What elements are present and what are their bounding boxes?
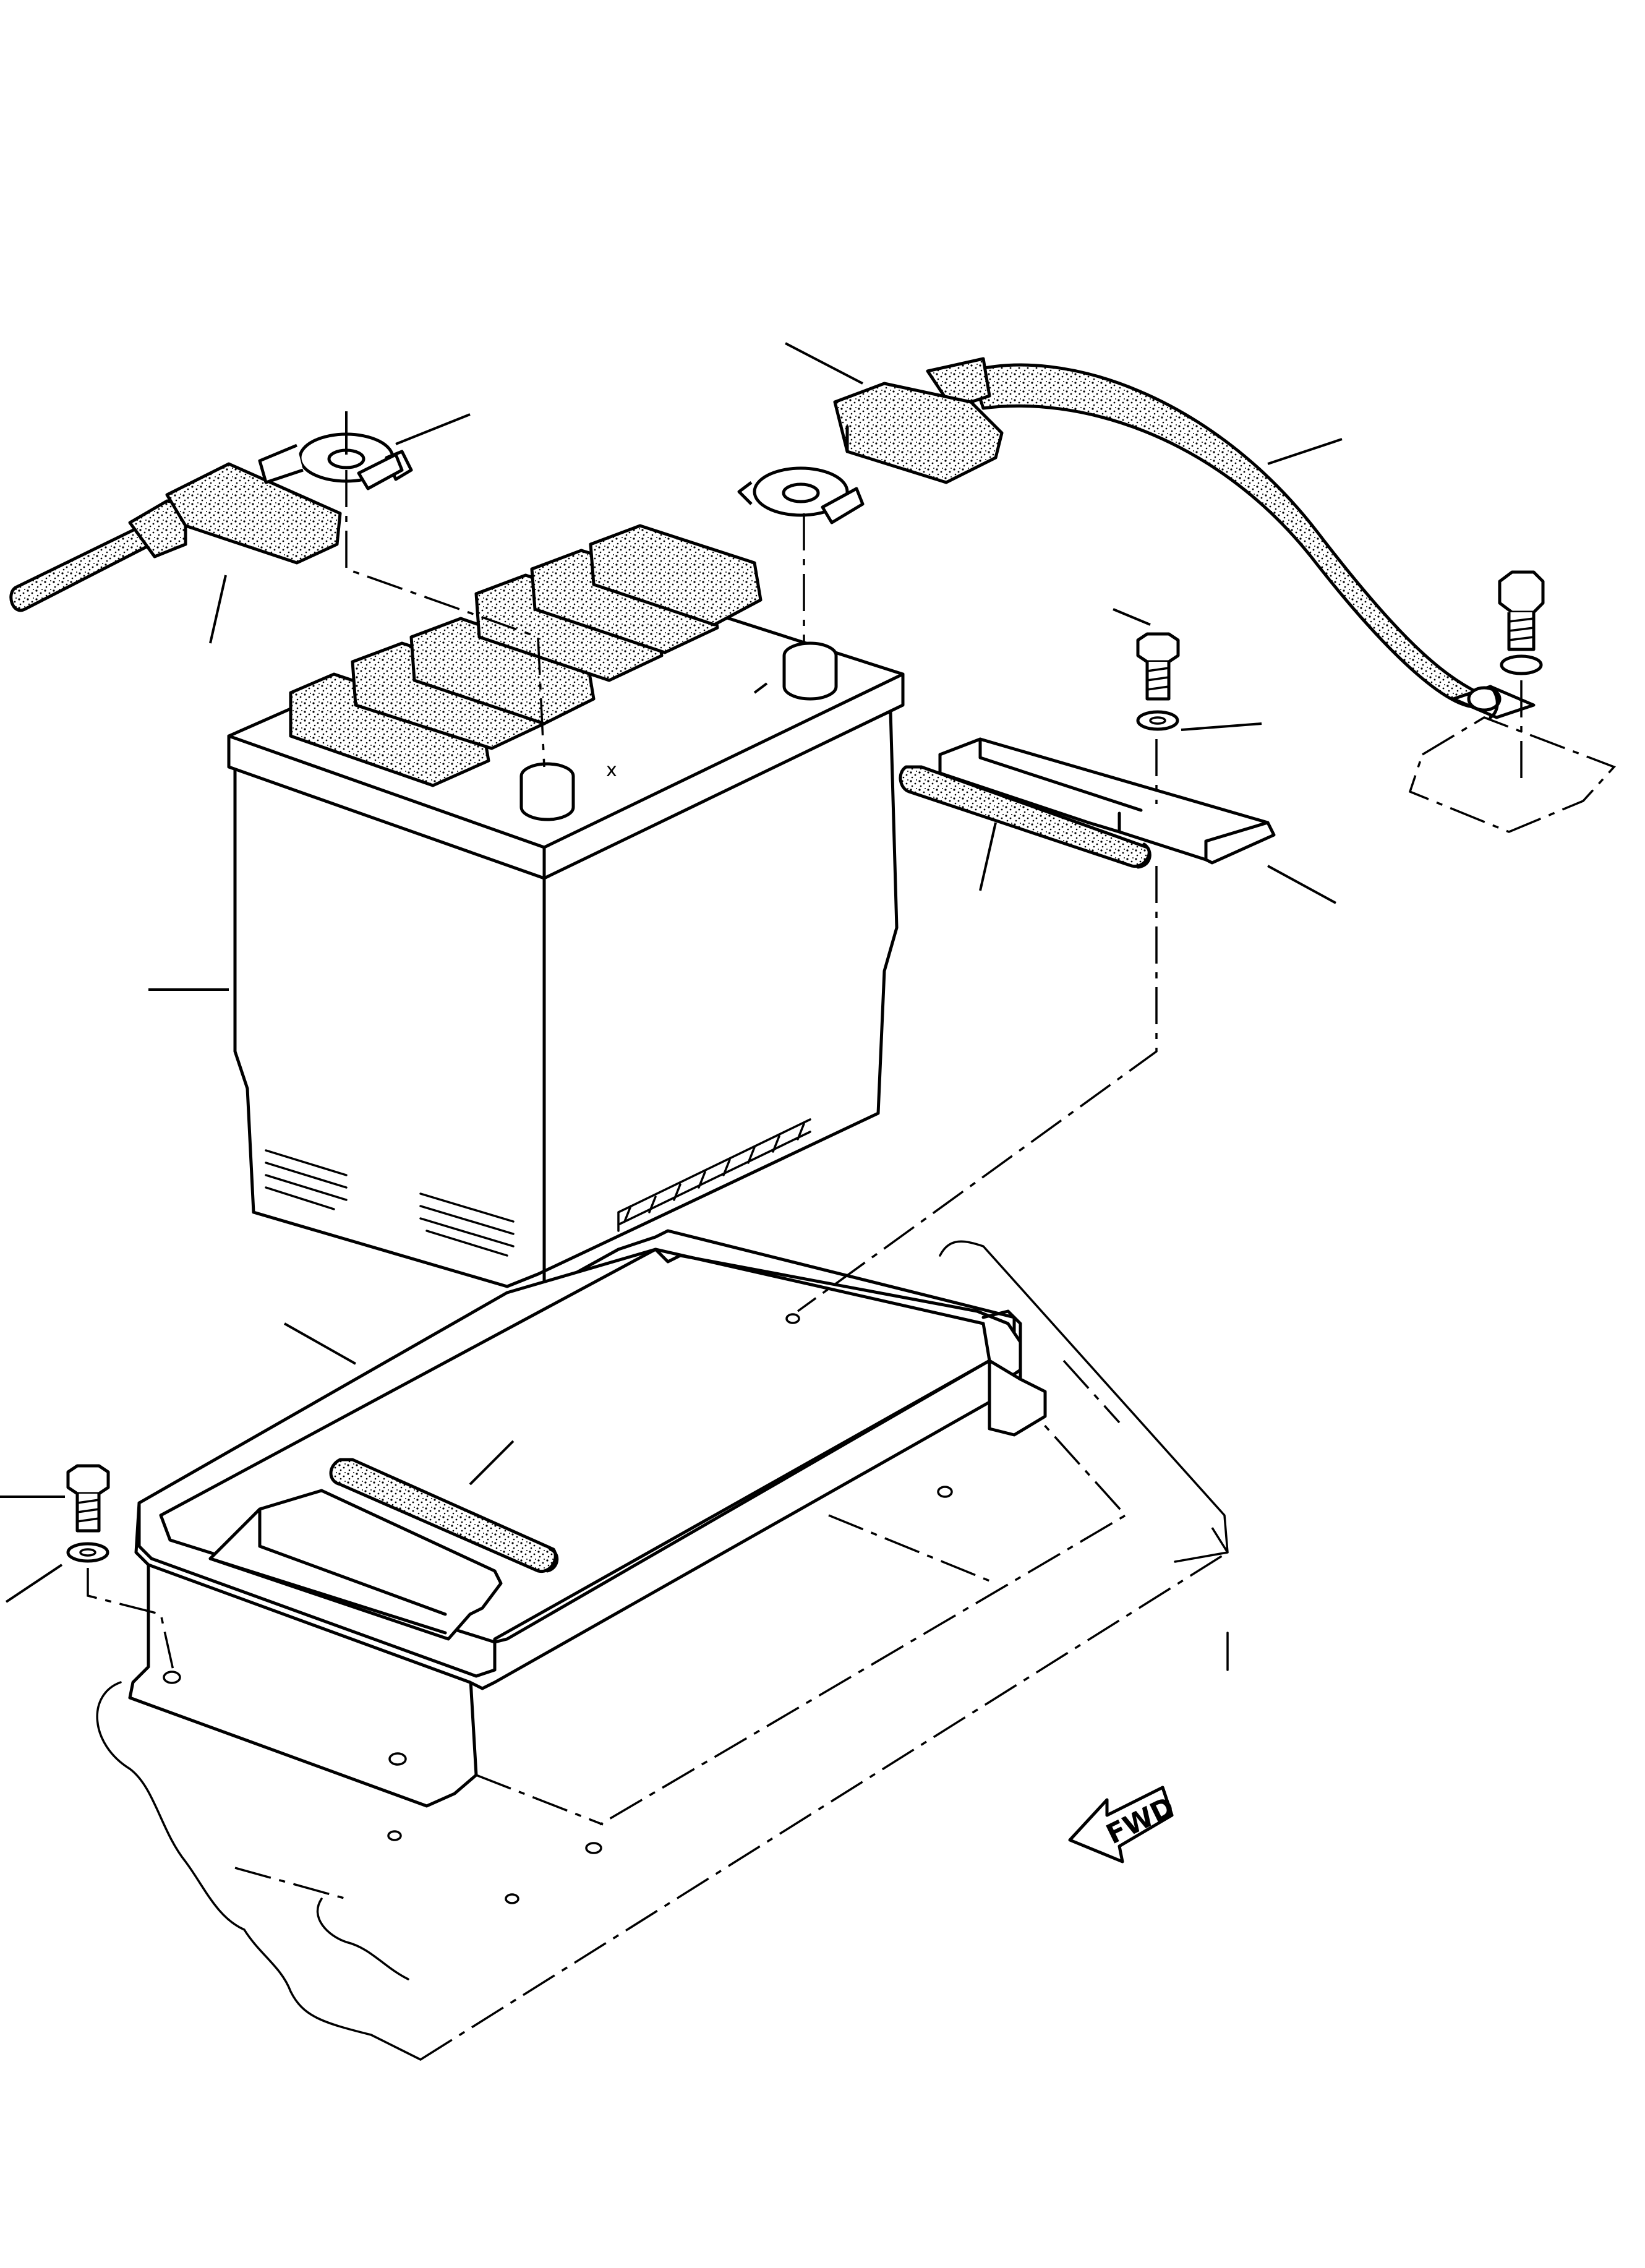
- callout-leaders: [0, 342, 1343, 1603]
- tray-bolt: [66, 1464, 174, 1671]
- front-clamp-bracket: [208, 1489, 503, 1641]
- positive-cable: [737, 357, 1536, 719]
- terminal-mark: x: [606, 760, 617, 781]
- battery: [227, 524, 905, 1288]
- assembly-centerlines: [345, 470, 1158, 1312]
- hold-down-bracket: [899, 737, 1276, 869]
- ground-bolt: [1408, 570, 1617, 833]
- fwd-arrow-icon: FWD: [1068, 1786, 1179, 1864]
- negative-cable: [9, 432, 413, 612]
- panel-holes: [387, 1486, 953, 1904]
- front-foam-pad: [329, 1458, 559, 1573]
- bracket-bolt: [1136, 632, 1180, 804]
